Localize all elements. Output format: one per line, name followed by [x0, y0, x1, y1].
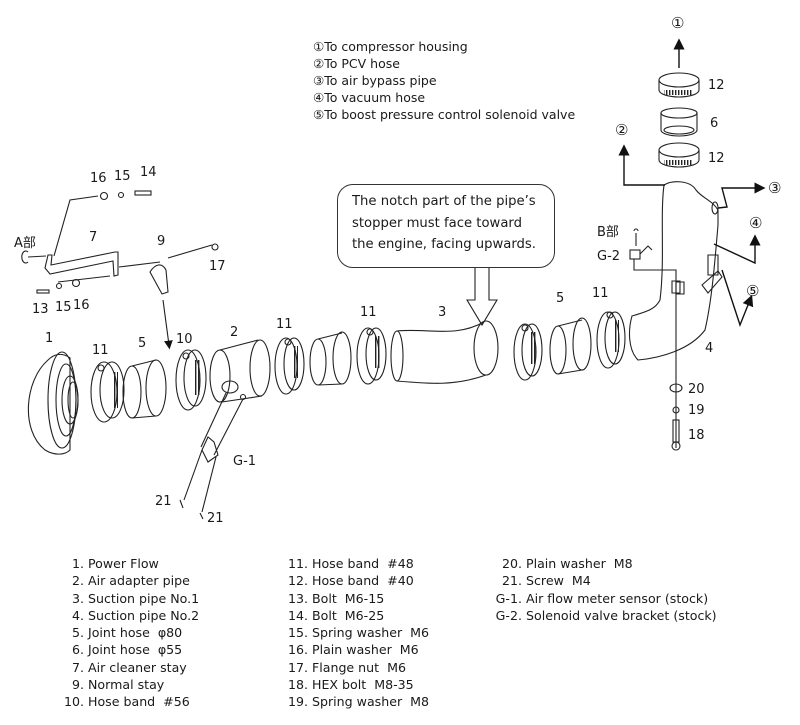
- parts-list-item: 14.Bolt M6-25: [287, 607, 385, 623]
- callout-part-5: 5: [556, 291, 564, 306]
- hose-band-12b: [658, 142, 700, 168]
- callout-part-17: 17: [209, 259, 226, 274]
- destination-marker-2: ②: [615, 121, 628, 139]
- callout-part-15: 15: [114, 169, 131, 184]
- destination-item: ①To compressor housing: [313, 39, 468, 54]
- hose-band-11d: [596, 311, 626, 369]
- parts-list-item: 11.Hose band #48: [287, 556, 414, 571]
- exploded-parts-diagram: 1 11 5 10 2 11 11 3 5 11 4 12 6 12 7 9 1…: [14, 14, 781, 526]
- parts-list-item: G-1.Air flow meter sensor (stock): [495, 590, 709, 606]
- callout-g1: G-1: [233, 454, 256, 469]
- parts-list-item: 12.Hose band #40: [287, 573, 414, 589]
- callout-part-16: 16: [90, 171, 107, 186]
- parts-list-item: 17.Flange nut M6: [287, 659, 406, 675]
- hose-band-10: [175, 349, 207, 411]
- callout-part-19: 19: [688, 403, 705, 418]
- callout-part-11: 11: [592, 286, 609, 301]
- detail-a-label: A部: [14, 236, 36, 251]
- destination-marker-4: ④: [749, 214, 762, 232]
- callout-g2: G-2: [597, 249, 620, 264]
- parts-list-column-3: 20.Plain washer M8 21.Screw M4 G-1.Air f…: [488, 555, 717, 624]
- callout-part-7: 7: [89, 230, 97, 245]
- parts-list-item: 18.HEX bolt M8-35: [287, 677, 414, 693]
- suction-pipe-2: [628, 181, 723, 361]
- callout-part-13: 13: [32, 302, 49, 317]
- callout-part-1: 1: [45, 331, 53, 346]
- parts-list-item: 7.Air cleaner stay: [71, 659, 187, 675]
- parts-list-item: 2.Air adapter pipe: [71, 573, 190, 589]
- installation-note: The notch part of the pipe’s stopper mus…: [337, 184, 555, 268]
- parts-list-item: 20.Plain washer M8: [501, 556, 633, 571]
- parts-list-item: 4.Suction pipe No.2: [71, 607, 200, 623]
- callout-part-11: 11: [276, 317, 293, 332]
- hose-band-11b: [274, 337, 305, 395]
- note-line: The notch part of the pipe’s: [352, 194, 536, 209]
- destination-item: ⑤To boost pressure control solenoid valv…: [313, 107, 576, 122]
- note-arrow: [466, 268, 498, 327]
- parts-list-item: 1.Power Flow: [71, 556, 159, 571]
- callout-part-16: 16: [73, 298, 90, 313]
- callout-part-11: 11: [92, 343, 109, 358]
- destination-legend: ①To compressor housing ②To PCV hose ③To …: [313, 38, 575, 123]
- destination-marker-1: ①: [671, 14, 684, 32]
- callout-part-3: 3: [438, 305, 446, 320]
- callout-part-12: 12: [708, 151, 725, 166]
- note-line: the engine, facing upwards.: [352, 237, 536, 252]
- hose-band-11a: [90, 361, 125, 423]
- callout-part-10: 10: [176, 332, 193, 347]
- destination-item: ④To vacuum hose: [313, 90, 426, 105]
- detail-b-label: B部: [597, 225, 619, 240]
- destination-marker-5: ⑤: [746, 282, 759, 300]
- callout-part-15: 15: [55, 300, 72, 315]
- joint-hose-5b: [549, 317, 592, 375]
- callout-part-6: 6: [710, 116, 718, 131]
- callout-part-14: 14: [140, 165, 157, 180]
- destination-item: ②To PCV hose: [313, 56, 400, 71]
- parts-list-item: 19.Spring washer M8: [287, 694, 430, 710]
- parts-list-item: 6.Joint hose φ55: [71, 642, 183, 658]
- destination-marker-3: ③: [768, 179, 781, 197]
- callout-part-12: 12: [708, 78, 725, 93]
- parts-list-item: 21.Screw M4: [501, 573, 591, 589]
- suction-pipe-1: [390, 320, 499, 384]
- parts-list-item: 9.Normal stay: [71, 677, 165, 693]
- parts-list-column-1: 1.Power Flow 2.Air adapter pipe 3.Suctio…: [44, 555, 199, 711]
- callout-part-21: 21: [155, 494, 172, 509]
- hose-band-11c: [356, 327, 387, 385]
- parts-list-item: G-2.Solenoid valve bracket (stock): [495, 607, 717, 623]
- parts-list-item: 3.Suction pipe No.1: [71, 590, 200, 606]
- power-flow-filter: [27, 351, 79, 455]
- destination-item: ③To air bypass pipe: [313, 73, 437, 88]
- note-line: stopper must face toward: [352, 215, 522, 231]
- hose-band-right: [513, 323, 543, 381]
- callout-part-4: 4: [705, 341, 713, 356]
- parts-list-item: 15.Spring washer M6: [287, 625, 430, 641]
- joint-hose-middle: [309, 331, 352, 386]
- callout-part-20: 20: [688, 382, 705, 397]
- solenoid-valve-bracket: [629, 228, 683, 451]
- destination-arrows: [618, 38, 766, 328]
- callout-part-21: 21: [207, 511, 224, 526]
- hose-band-12a: [658, 72, 700, 98]
- callout-part-5: 5: [138, 336, 146, 351]
- parts-list-column-2: 11.Hose band #48 12.Hose band #40 13.Bol…: [268, 555, 429, 711]
- air-cleaner-stay: [21, 190, 219, 350]
- callout-part-9: 9: [157, 234, 165, 249]
- callout-part-18: 18: [688, 428, 705, 443]
- joint-hose-6: [660, 107, 698, 137]
- parts-list-item: 13.Bolt M6-15: [287, 590, 385, 606]
- air-adapter-pipe: [179, 339, 271, 520]
- joint-hose-5a: [122, 359, 167, 419]
- parts-list-item: 10.Hose band #56: [63, 694, 190, 710]
- callout-part-11: 11: [360, 305, 377, 320]
- callout-part-2: 2: [230, 325, 238, 340]
- parts-list-item: 5.Joint hose φ80: [71, 625, 183, 641]
- parts-list-item: 16.Plain washer M6: [287, 642, 419, 658]
